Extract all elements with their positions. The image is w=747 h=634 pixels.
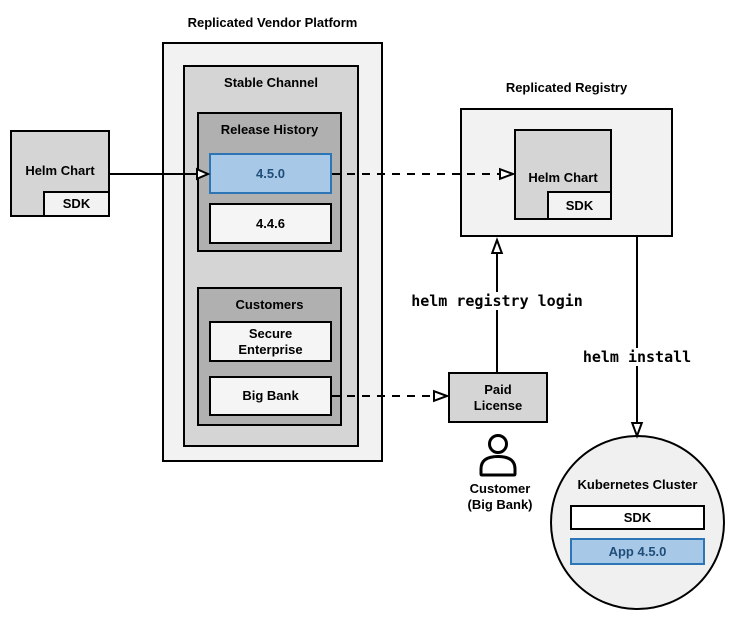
stable-channel-label: Stable Channel — [224, 75, 318, 90]
customer-big-bank-box: Big Bank — [209, 376, 332, 416]
kubernetes-cluster-label: Kubernetes Cluster — [577, 477, 698, 492]
customer-label: Customer (Big Bank) — [467, 481, 533, 512]
helm-install-label: helm install — [578, 348, 696, 366]
paid-license-box: Paid License — [448, 372, 548, 423]
release-history-label: Release History — [220, 122, 319, 137]
source-helm-chart-label: Helm Chart — [25, 163, 95, 178]
customer-secure-enterprise-box: Secure Enterprise — [209, 321, 332, 362]
kubernetes-app-box: App 4.5.0 — [570, 538, 705, 565]
release-446-box: 4.4.6 — [209, 203, 332, 244]
source-sdk-box: SDK — [43, 191, 110, 217]
registry-helm-chart-label: Helm Chart — [528, 170, 598, 185]
registry-title: Replicated Registry — [505, 80, 628, 95]
helm-registry-login-label: helm registry login — [407, 292, 587, 310]
registry-sdk-box: SDK — [547, 191, 612, 220]
kubernetes-sdk-box: SDK — [570, 505, 705, 530]
person-icon — [479, 434, 517, 477]
vendor-platform-title: Replicated Vendor Platform — [187, 15, 358, 30]
release-450-box: 4.5.0 — [209, 153, 332, 194]
customers-label: Customers — [235, 297, 304, 312]
arrowhead-bigbank-to-license — [433, 389, 450, 403]
arrowhead-login — [490, 237, 504, 254]
